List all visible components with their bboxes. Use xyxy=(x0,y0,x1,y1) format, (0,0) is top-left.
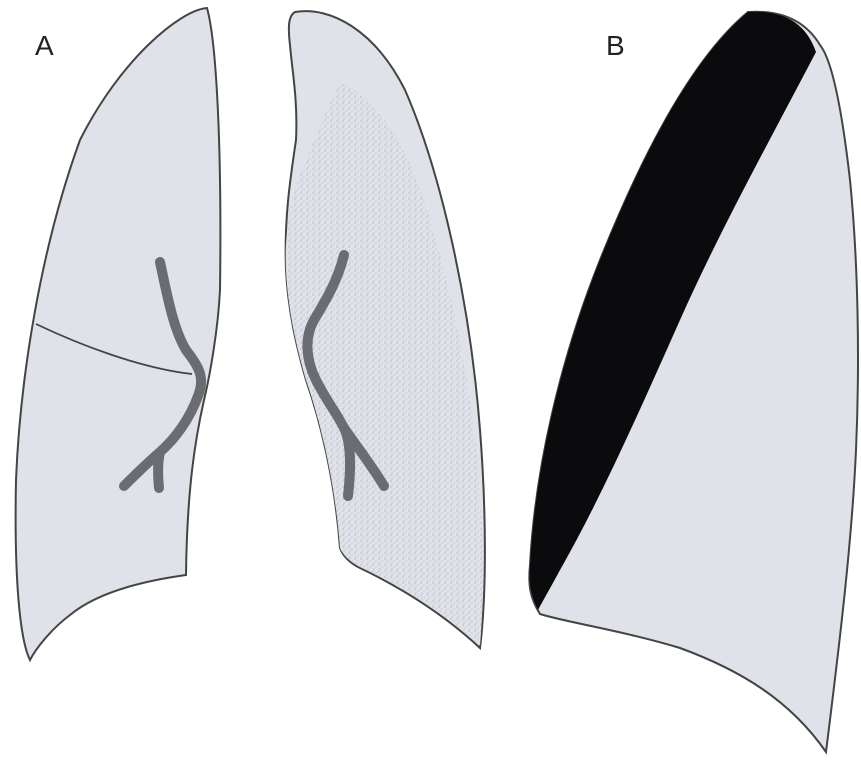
panel-a-label: A xyxy=(35,32,54,60)
panel-b-label: B xyxy=(606,32,625,60)
lateral-lung xyxy=(529,12,858,752)
right-lung xyxy=(16,8,221,660)
right-lung-outline xyxy=(16,8,221,660)
left-lung-opacity xyxy=(286,82,483,645)
left-lung xyxy=(286,11,485,648)
